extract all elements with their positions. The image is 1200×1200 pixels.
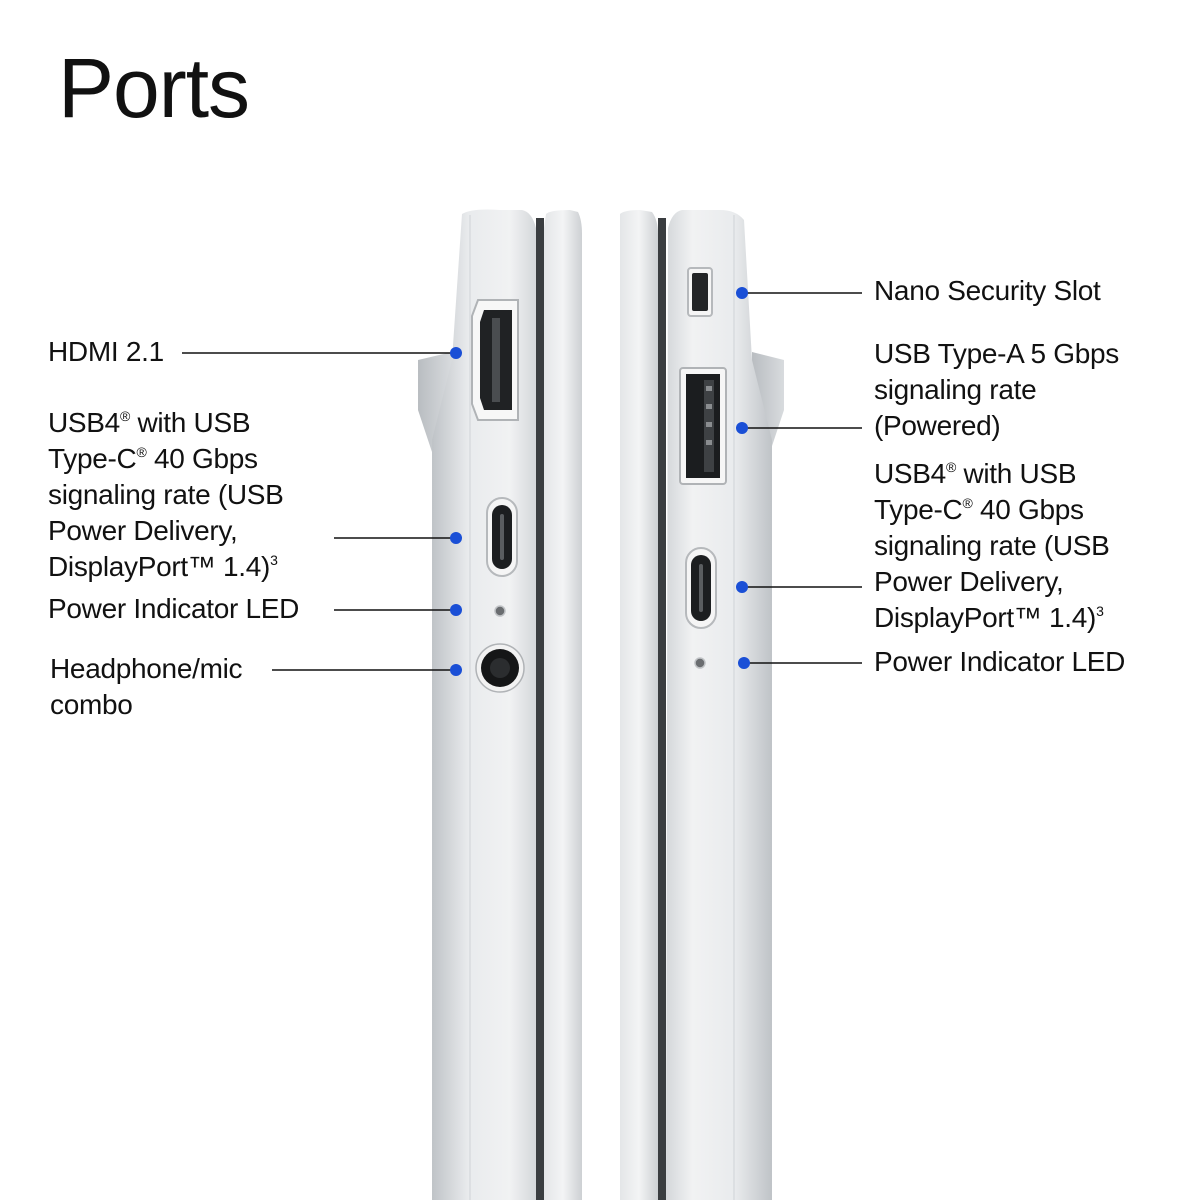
callout-dot: [736, 422, 748, 434]
callout-dot: [736, 287, 748, 299]
label-hdmi: HDMI 2.1: [48, 336, 164, 367]
label-security-slot: Nano Security Slot: [874, 275, 1101, 306]
left-chassis-base: [432, 209, 536, 1200]
left-laptop-side: [418, 209, 582, 1200]
label-right-usb4: USB4® with USB Type-C® 40 Gbps signaling…: [874, 458, 1110, 633]
callout-dot: [450, 532, 462, 544]
right-laptop-side: [620, 210, 784, 1200]
callout-dot: [736, 581, 748, 593]
label-usb-a: USB Type-A 5 Gbps signaling rate (Powere…: [874, 338, 1119, 441]
callout-dot: [450, 604, 462, 616]
label-right-power-led: Power Indicator LED: [874, 646, 1126, 677]
left-power-led: [494, 605, 506, 617]
usb-a-port: [679, 367, 727, 485]
callout-dot: [738, 657, 750, 669]
page-title: Ports: [58, 41, 250, 135]
callout-dot: [450, 347, 462, 359]
left-display-lid: [544, 210, 582, 1200]
right-display-lid: [620, 210, 658, 1200]
label-headphone: Headphone/mic combo: [50, 653, 243, 720]
left-hinge-gap: [536, 218, 544, 1200]
right-power-led: [694, 657, 706, 669]
callouts: [182, 292, 862, 671]
label-left-usb4: USB4® with USB Type-C® 40 Gbps signaling…: [48, 407, 284, 582]
label-left-power-led: Power Indicator LED: [48, 593, 300, 624]
hdmi-port: [471, 299, 519, 421]
right-hinge-gap: [658, 218, 666, 1200]
callout-dot: [450, 664, 462, 676]
